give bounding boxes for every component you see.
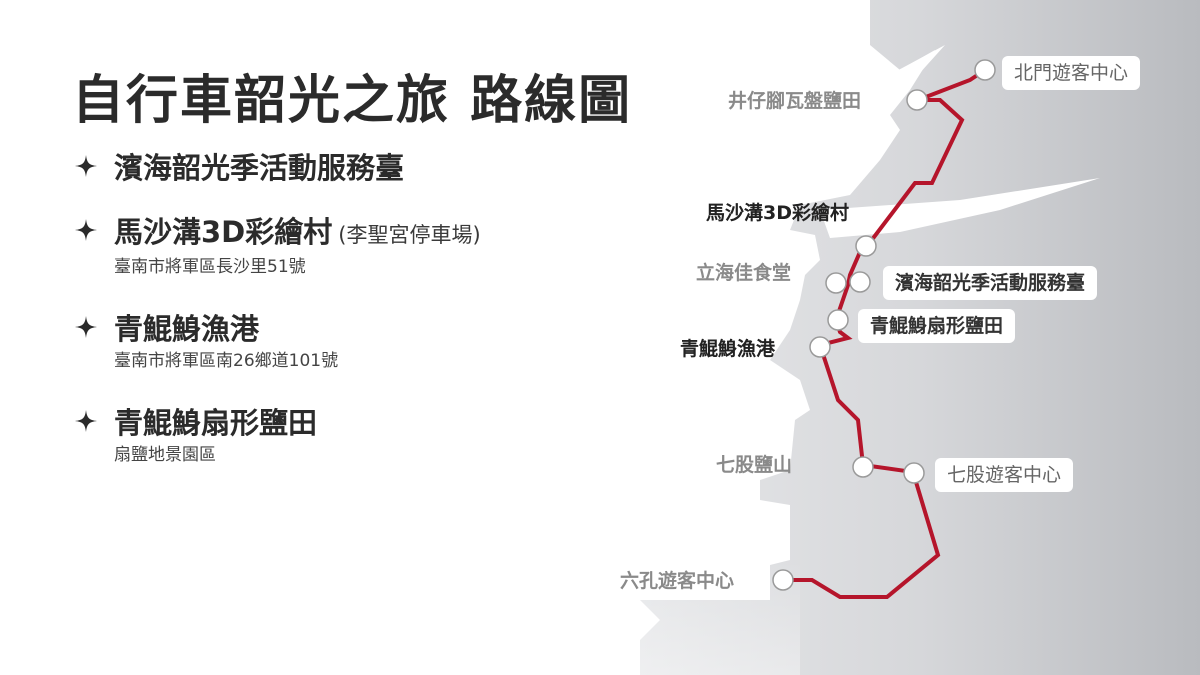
inlet-middle — [820, 178, 1100, 238]
four-point-star-icon — [75, 155, 97, 177]
stop-address: 臺南市將軍區長沙里51號 — [114, 257, 306, 277]
stop-name: 青鯤鯓扇形鹽田 — [114, 403, 614, 443]
stop-name-text: 青鯤鯓漁港 — [114, 312, 260, 346]
map-label-service: 濱海韶光季活動服務臺 — [883, 266, 1098, 300]
map-label-beimen: 北門遊客中心 — [1002, 56, 1141, 90]
map-label-fan-saltfield: 青鯤鯓扇形鹽田 — [858, 309, 1016, 343]
stop-name-text: 馬沙溝3D彩繪村 — [114, 215, 333, 249]
stop-name-text: 青鯤鯓扇形鹽田 — [114, 406, 318, 440]
stop-note: (李聖宮停車場) — [338, 223, 481, 247]
stop-item: 青鯤鯓漁港 臺南市將軍區南26鄉道101號 — [74, 309, 614, 373]
map-label-liukong-visitor: 六孔遊客中心 — [620, 570, 735, 592]
node-harbor — [809, 336, 831, 358]
map-label-qigu-visitor: 七股遊客中心 — [935, 458, 1074, 492]
map-label-lihai: 立海佳食堂 — [696, 262, 792, 284]
map-label-mashagou: 馬沙溝3D彩繪村 — [706, 202, 849, 224]
stop-address: 扇鹽地景園區 — [114, 445, 216, 465]
stop-item: 馬沙溝3D彩繪村(李聖宮停車場) 臺南市將軍區長沙里51號 — [74, 212, 614, 279]
stop-item: 濱海韶光季活動服務臺 — [74, 148, 614, 188]
node-qigu-visitor — [903, 462, 925, 484]
map-label-salt-mountain: 七股鹽山 — [716, 454, 793, 476]
four-point-star-icon — [75, 219, 97, 241]
stop-name-text: 濱海韶光季活動服務臺 — [114, 151, 405, 185]
node-mashagou — [855, 235, 877, 257]
four-point-star-icon — [75, 316, 97, 338]
stop-item: 青鯤鯓扇形鹽田 扇鹽地景園區 — [74, 403, 614, 467]
stops-list: 濱海韶光季活動服務臺 馬沙溝3D彩繪村(李聖宮停車場) 臺南市將軍區長沙里51號… — [74, 148, 614, 467]
stop-address: 臺南市將軍區南26鄉道101號 — [114, 351, 339, 371]
inlet-north — [880, 45, 945, 95]
node-lihai — [825, 272, 847, 294]
map-label-jingzaijiao: 井仔腳瓦盤鹽田 — [728, 90, 862, 112]
stop-name: 濱海韶光季活動服務臺 — [114, 148, 614, 188]
page-title: 自行車韶光之旅 路線圖 — [72, 71, 633, 131]
four-point-star-icon — [75, 410, 97, 432]
node-jingzaijiao — [906, 89, 928, 111]
node-salt-mountain — [852, 456, 874, 478]
node-fan-saltfield — [827, 309, 849, 331]
node-liukong-visitor — [772, 569, 794, 591]
stop-name: 青鯤鯓漁港 — [114, 309, 614, 349]
route-nodes — [772, 59, 996, 591]
map-label-harbor: 青鯤鯓漁港 — [680, 338, 776, 360]
node-beimen — [974, 59, 996, 81]
stop-name: 馬沙溝3D彩繪村(李聖宮停車場) — [114, 212, 614, 255]
node-service — [849, 271, 871, 293]
